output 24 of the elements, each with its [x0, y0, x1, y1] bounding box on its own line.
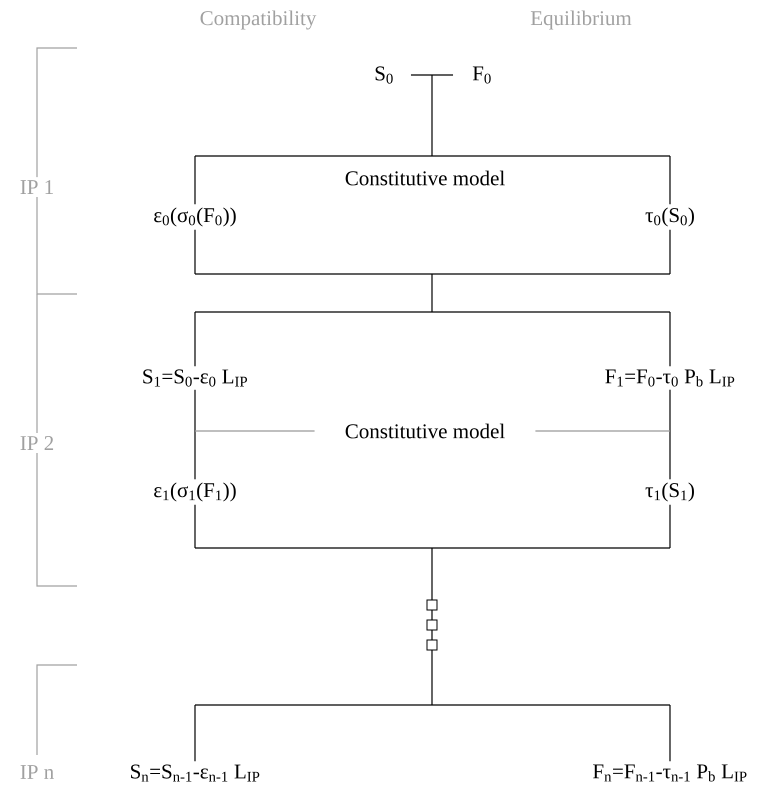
formula-text: S$_{1}$=S$_{0}$-ε$_{0}$ L$_{IP}$	[143, 369, 248, 387]
box-title: Constitutive model	[346, 424, 505, 438]
connector-line	[194, 390, 196, 480]
bracket-label: IP 1	[16, 177, 58, 197]
connector-line	[194, 229, 671, 367]
formula-text: S$_{0}$	[376, 66, 393, 84]
formula-text: F$_{0}$	[472, 66, 491, 84]
formula-text: ε$_{1}$(σ$_{1}$(F$_{1}$))	[154, 482, 236, 502]
bracket-label: IP 2	[16, 433, 58, 453]
connector-line	[194, 504, 671, 762]
leader-line	[195, 430, 315, 432]
leader-line	[535, 430, 670, 432]
formula-text: S$_{n}$=S$_{n-1}$-ε$_{n-1}$ L$_{IP}$	[131, 764, 260, 782]
bracket-label: IP n	[16, 762, 58, 782]
formula-text: τ$_{0}$(S$_{0}$)	[646, 207, 694, 227]
formula-text: F$_{n}$=F$_{n-1}$-τ$_{n-1}$ P$_{b}$ L$_{IP}$	[593, 764, 746, 782]
formula-text: F$_{1}$=F$_{0}$-τ$_{0}$ P$_{b}$ L$_{IP}$	[605, 370, 734, 386]
column-heading: Equilibrium	[530, 10, 632, 30]
formula-text: τ$_{1}$(S$_{1}$)	[646, 482, 694, 502]
box-title: Constitutive model	[346, 170, 505, 186]
column-heading: Compatibility	[200, 10, 316, 30]
connector-line	[669, 390, 671, 480]
connector-line	[194, 74, 671, 205]
formula-text: ε$_{0}$(σ$_{0}$(F$_{0}$))	[154, 207, 236, 227]
